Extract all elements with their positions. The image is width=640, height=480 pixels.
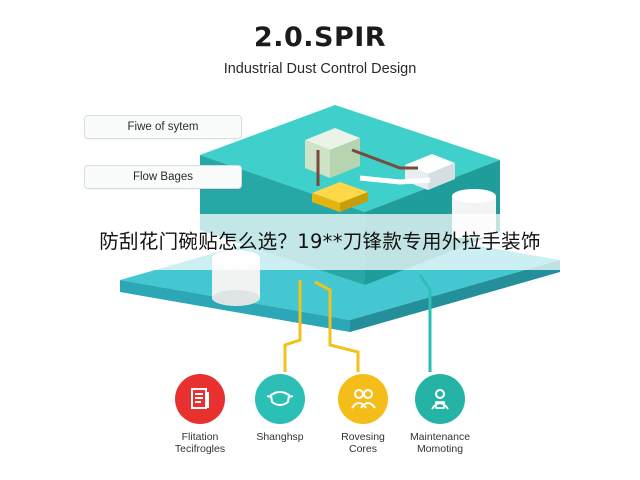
pipe-yellow-right	[314, 280, 360, 372]
pipe-teal	[418, 274, 432, 372]
overlay-banner: 防刮花门碗贴怎么选？19**刀锋款专用外拉手装饰	[0, 214, 640, 270]
feature-caption: Shanghsp	[256, 431, 304, 443]
lower-platform-edge	[120, 280, 350, 332]
pipe-white	[359, 175, 431, 185]
label-flow-bages: Flow Bages	[84, 165, 242, 189]
people-icon	[338, 374, 388, 424]
lower-platform-edge-right	[350, 260, 560, 332]
label-system-file: Fiwe of sytem	[84, 115, 242, 139]
feature-shanghsp: Shanghsp	[230, 374, 330, 443]
yellow-unit	[312, 182, 368, 212]
pipe-dark	[316, 148, 418, 186]
worker-icon	[415, 374, 465, 424]
pipe-yellow-left	[283, 280, 302, 372]
mask-icon	[255, 374, 305, 424]
diagram-title: 2.0.SPIR	[253, 22, 387, 53]
document-icon	[175, 374, 225, 424]
diagram-subtitle: Industrial Dust Control Design	[223, 61, 417, 77]
